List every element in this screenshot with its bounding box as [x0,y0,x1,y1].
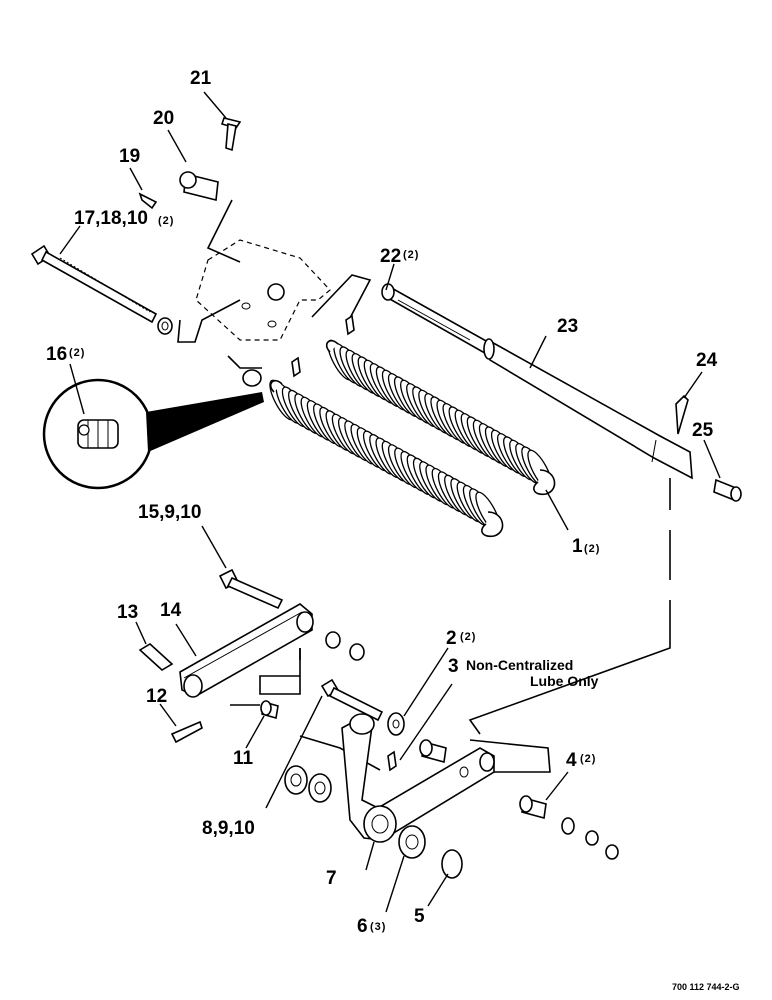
qty-16: (2) [69,347,85,359]
callout-8-9-10: 8,9,10 [202,818,255,839]
callout-3-note-1: Non-Centralized [466,657,573,673]
callout-16: 16 [46,344,67,365]
drawing-code: 700 112 744-2-G [672,982,740,992]
crank-arm [341,713,495,843]
snap-ring [441,849,463,879]
qty-2: (2) [460,631,476,643]
pin-13 [138,643,174,671]
callout-6: 6 [357,916,368,937]
spring-lower-end [269,379,283,393]
callout-21: 21 [190,68,212,89]
cotter-pin-24 [675,394,689,435]
callout-17-18-10: 17,18,10 [74,208,148,229]
callout-15-9-10: 15,9,10 [138,502,201,523]
bushing-20 [179,171,219,201]
callout-24: 24 [696,350,718,371]
callout-13: 13 [117,602,138,623]
callout-25: 25 [692,420,714,441]
qty-22: (2) [403,249,419,261]
washers-6 [284,765,426,859]
spring-upper-coils [327,339,553,491]
link-bar [179,603,314,698]
callout-5: 5 [414,906,425,927]
washer-nut-15 [325,631,365,661]
callout-2: 2 [446,628,457,649]
callout-19: 19 [119,146,140,167]
callout-1: 1 [572,536,583,557]
clip-19 [138,192,158,210]
magnifier-inset [42,378,264,490]
callout-labels: 21 20 19 17,18,10 (2) 22 (2) 23 24 25 16… [46,68,740,992]
bolt-8 [320,678,405,736]
callout-14: 14 [160,600,182,621]
callout-20: 20 [153,108,174,129]
bushing-11 [260,700,279,720]
callout-23: 23 [557,316,578,337]
callout-7: 7 [326,868,337,889]
bracket-holes [241,283,285,387]
cotter-12 [170,720,203,744]
callout-11: 11 [233,748,254,769]
callout-3-note-2: Lube Only [530,673,599,689]
leader-lines [59,91,721,913]
callout-3: 3 [448,656,459,677]
spring-upper-hook [533,469,556,496]
spring-lower-coils [269,379,501,533]
bolt-15 [218,568,284,610]
qty-1: (2) [584,543,600,555]
callout-22: 22 [380,246,401,267]
pin-21 [220,117,242,152]
grease-fittings [291,314,397,772]
qty-4: (2) [580,753,596,765]
qty-6: (3) [370,921,386,933]
long-bolt [30,244,173,335]
qty-17: (2) [158,215,174,227]
bushings-4 [419,739,619,860]
pin [713,478,742,502]
spring-upper-end [325,339,339,353]
assembly-lines [177,199,671,773]
spring-coils [269,339,556,538]
spring-lower-hook [481,511,504,538]
callout-4: 4 [566,750,577,771]
callout-12: 12 [146,686,167,707]
pivot-tube [381,283,693,480]
